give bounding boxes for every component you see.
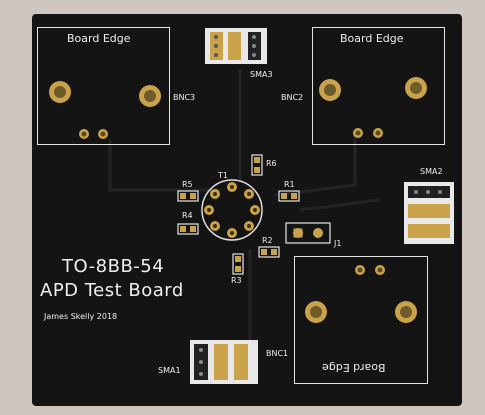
r1-label: R1 [284, 180, 295, 189]
r6-label: R6 [266, 159, 277, 168]
bnc1-label: BNC1 [266, 349, 289, 358]
r4-label: R4 [182, 211, 193, 220]
board-edge-label-top-left: Board Edge [67, 32, 131, 45]
board-edge-label-top-right: Board Edge [340, 32, 404, 45]
pcb-board [32, 14, 462, 406]
board-author: James Skelly 2018 [44, 312, 118, 321]
sma3-label: SMA3 [250, 70, 273, 79]
board-edge-outline-bottom-right [294, 256, 428, 384]
r2-label: R2 [262, 236, 273, 245]
board-edge-outline-top-right [312, 27, 445, 145]
bnc3-label: BNC3 [173, 93, 196, 102]
sma2-label: SMA2 [420, 167, 443, 176]
sma1-label: SMA1 [158, 366, 181, 375]
board-title-line2: APD Test Board [40, 280, 184, 301]
board-edge-outline-top-left [37, 27, 170, 145]
r3-label: R3 [231, 276, 242, 285]
board-title-line1: TO-8BB-54 [62, 256, 165, 277]
r5-label: R5 [182, 180, 193, 189]
bnc2-label: BNC2 [281, 93, 304, 102]
j1-label: J1 [334, 239, 342, 248]
t1-label: T1 [218, 171, 228, 180]
board-edge-label-bottom-right: Board Edge [322, 361, 386, 374]
